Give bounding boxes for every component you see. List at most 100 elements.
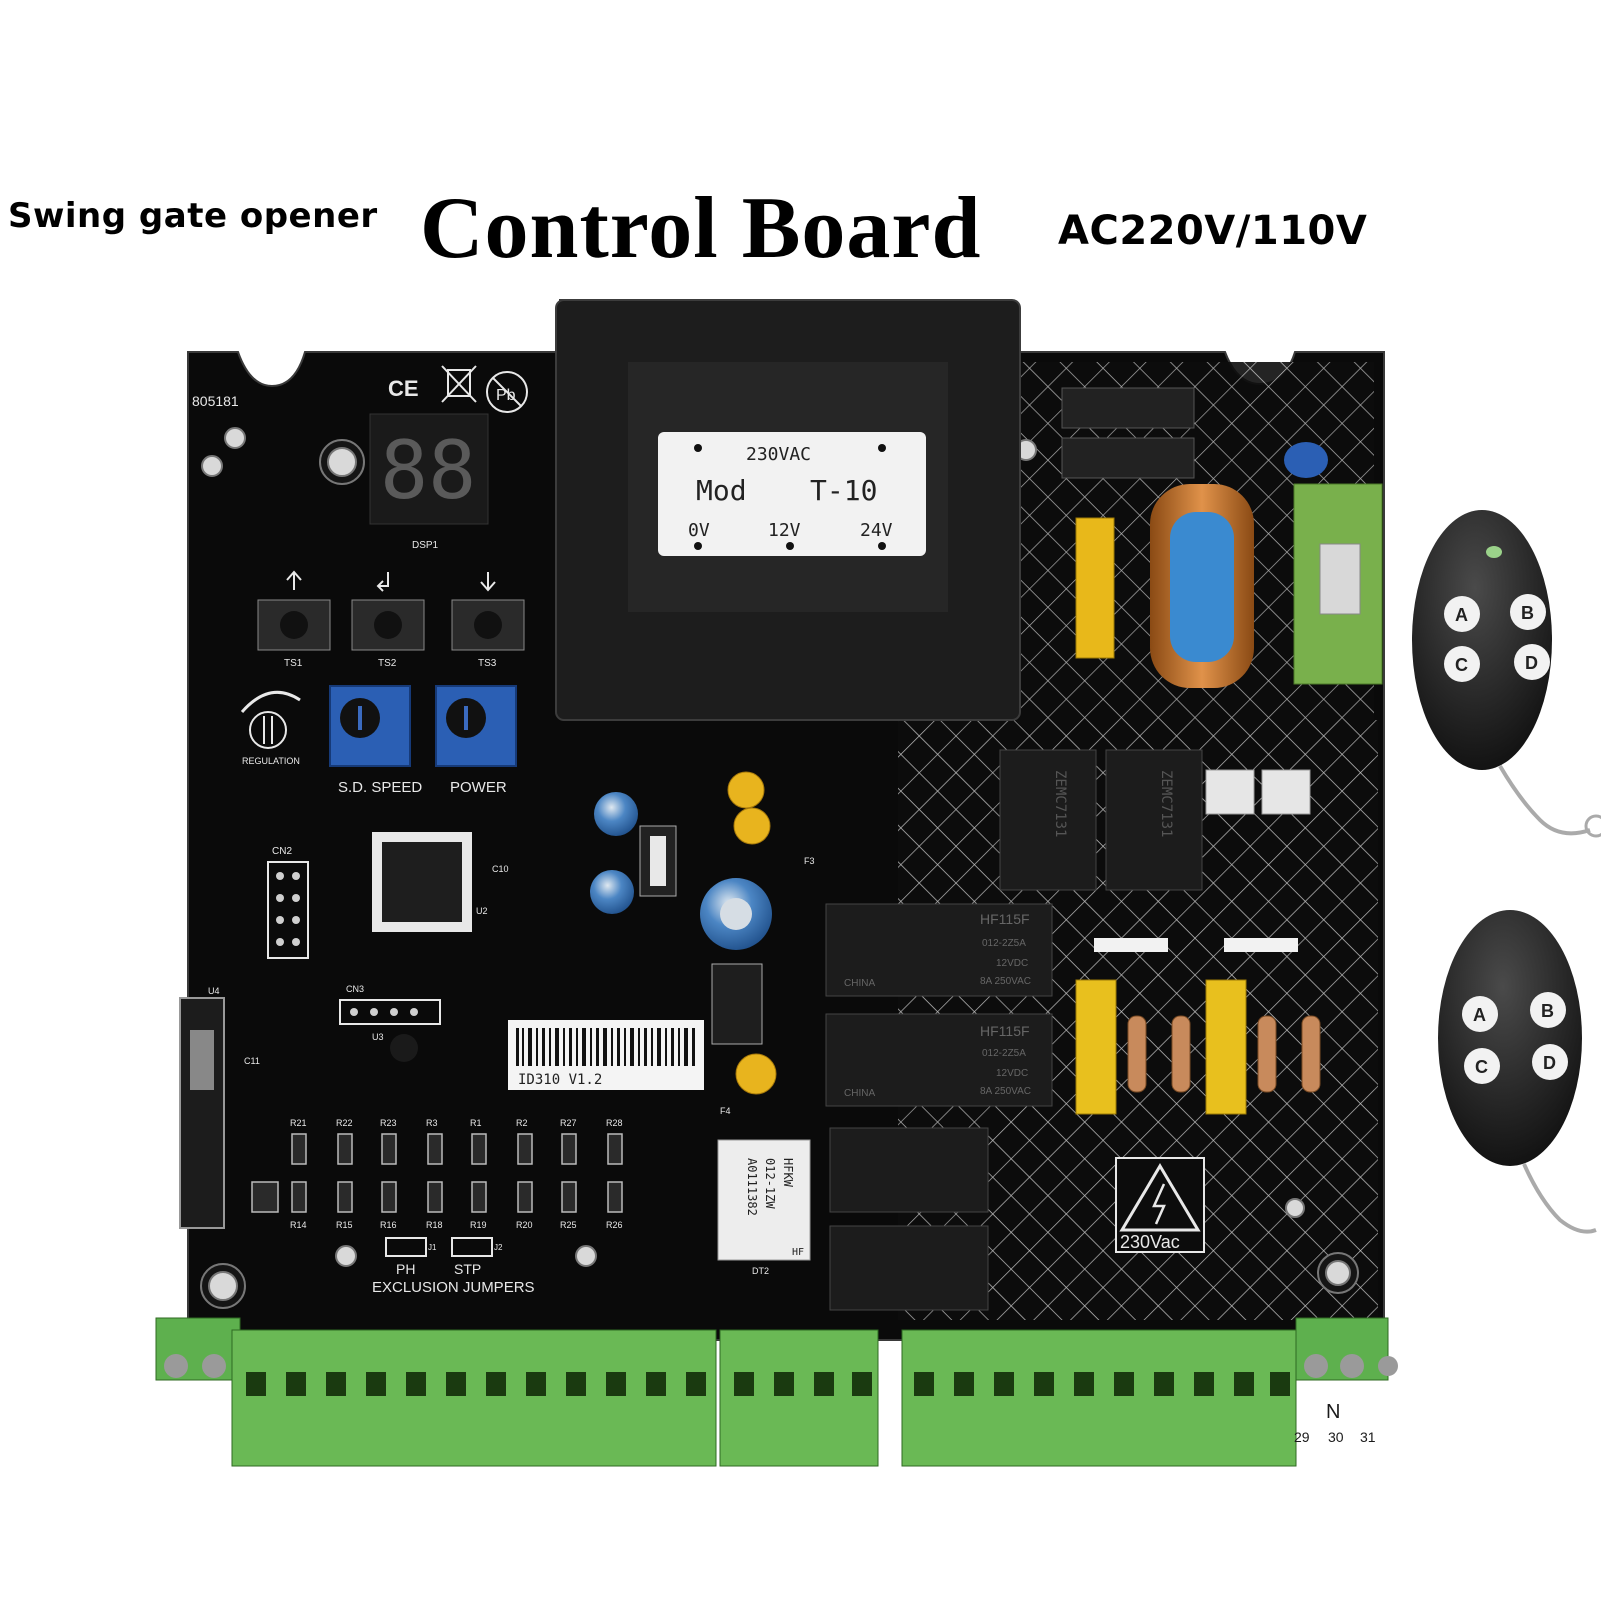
fuse-f4-label: F4 [720, 1106, 731, 1116]
terminal-block-left[interactable] [155, 1317, 1398, 1467]
svg-text:12VDC: 12VDC [996, 1068, 1028, 1079]
svg-text:T-10: T-10 [810, 474, 877, 507]
svg-text:DSP1: DSP1 [412, 540, 439, 551]
svg-text:A0111382: A0111382 [745, 1158, 759, 1216]
optocouplers [1205, 769, 1311, 815]
svg-text:J2: J2 [494, 1243, 503, 1252]
remote2-button-a[interactable]: A [1462, 996, 1498, 1032]
remote2-button-d[interactable]: D [1532, 1044, 1568, 1080]
remote1-button-c[interactable]: C [1444, 646, 1480, 682]
tact-switch-ts3[interactable]: TS3 [451, 599, 525, 669]
svg-text:R16: R16 [380, 1220, 397, 1230]
terminal-labels: N 29 30 31 [1294, 1401, 1376, 1445]
svg-text:0V: 0V [688, 520, 710, 541]
svg-text:R23: R23 [380, 1118, 397, 1128]
resistor-array: R21 R22 R23 R3 R1 R2 R27 R28 R14 R15 R16… [251, 1118, 623, 1230]
svg-text:CN3: CN3 [346, 984, 364, 994]
fuse-holder [1293, 483, 1383, 685]
svg-text:D: D [1543, 1053, 1556, 1073]
trimmer-speed[interactable]: S.D. SPEED [329, 685, 422, 796]
svg-text:R27: R27 [560, 1118, 577, 1128]
svg-text:12VDC: 12VDC [996, 958, 1028, 969]
fuse-f3-label: F3 [804, 856, 815, 866]
svg-text:R19: R19 [470, 1220, 487, 1230]
transformer: 230VAC Mod T-10 0V 12V 24V [555, 299, 1021, 721]
svg-text:CN2: CN2 [272, 846, 292, 857]
svg-text:CHINA: CHINA [844, 1088, 875, 1099]
remote2-button-b[interactable]: B [1530, 992, 1566, 1028]
svg-text:A: A [1455, 605, 1468, 625]
remote-control-2: A B C D [1438, 910, 1597, 1234]
svg-text:HF: HF [792, 1247, 804, 1258]
svg-text:ZEMC7131: ZEMC7131 [1158, 770, 1174, 837]
svg-text:S.D. SPEED: S.D. SPEED [338, 779, 422, 796]
svg-text:D: D [1525, 653, 1538, 673]
svg-text:29: 29 [1294, 1429, 1310, 1445]
svg-text:STP: STP [454, 1261, 481, 1277]
signal-relay: HFKW 012-1ZW A0111382 HF [717, 1139, 811, 1261]
svg-text:J1: J1 [428, 1243, 437, 1252]
electrolytic-capacitors [590, 792, 772, 950]
triac-1: ZEMC7131 [999, 749, 1097, 891]
seven-segment-display: 88 DSP1 [369, 413, 489, 551]
svg-text:HF115F: HF115F [980, 1023, 1030, 1039]
svg-text:U4: U4 [208, 986, 220, 996]
power-relay-2: HF115F 012-2Z5A 12VDC 8A 250VAC CHINA [825, 1013, 1053, 1107]
tact-switch-ts1[interactable]: TS1 [257, 599, 331, 669]
header-cn3: CN3 U3 [339, 984, 441, 1062]
remote2-button-c[interactable]: C [1464, 1048, 1500, 1084]
remote1-button-d[interactable]: D [1514, 644, 1550, 680]
arrow-down-icon [480, 572, 496, 592]
motor-capacitors [1075, 979, 1247, 1115]
svg-text:ID310 V1.2: ID310 V1.2 [518, 1072, 602, 1088]
mains-filter [1061, 387, 1328, 688]
svg-text:ZEMC7131: ZEMC7131 [1052, 770, 1068, 837]
svg-text:8A 250VAC: 8A 250VAC [980, 976, 1031, 987]
triac-2: ZEMC7131 [1105, 749, 1203, 891]
svg-text:N: N [1326, 1401, 1340, 1423]
regulation-knob-icon: REGULATION [240, 690, 301, 766]
svg-text:R26: R26 [606, 1220, 623, 1230]
svg-text:U2: U2 [476, 906, 488, 916]
exclusion-jumpers[interactable]: J1 J2 PH STP EXCLUSION JUMPERS [372, 1237, 535, 1296]
svg-text:R20: R20 [516, 1220, 533, 1230]
svg-text:C: C [1455, 655, 1468, 675]
svg-text:24V: 24V [860, 520, 893, 541]
diode-label: DT2 [752, 1266, 769, 1276]
svg-text:R15: R15 [336, 1220, 353, 1230]
svg-text:U3: U3 [372, 1032, 384, 1042]
svg-text:R18: R18 [426, 1220, 443, 1230]
headline-title: Control Board [420, 180, 982, 277]
svg-text:C11: C11 [244, 1056, 260, 1066]
heat-sinks [1094, 938, 1298, 952]
svg-text:31: 31 [1360, 1429, 1376, 1445]
svg-text:R25: R25 [560, 1220, 577, 1230]
svg-text:TS3: TS3 [478, 658, 497, 669]
svg-text:8A 250VAC: 8A 250VAC [980, 1086, 1031, 1097]
svg-text:230Vac: 230Vac [1120, 1232, 1180, 1252]
svg-text:012-1ZW: 012-1ZW [763, 1158, 777, 1209]
svg-text:R28: R28 [606, 1118, 623, 1128]
ce-mark: CE [388, 376, 419, 401]
remote-control-1: A B C D [1412, 510, 1601, 838]
svg-text:Pb: Pb [496, 387, 516, 404]
svg-text:30: 30 [1328, 1429, 1344, 1445]
svg-text:HF115F: HF115F [980, 911, 1030, 927]
svg-text:R1: R1 [470, 1118, 482, 1128]
svg-text:230VAC: 230VAC [746, 444, 811, 465]
svg-text:A: A [1473, 1005, 1486, 1025]
remote1-button-a[interactable]: A [1444, 596, 1480, 632]
headline-voltage: AC220V/110V [1058, 208, 1368, 254]
svg-text:C10: C10 [492, 864, 509, 874]
mounting-holes [200, 427, 1359, 1309]
svg-text:R3: R3 [426, 1118, 438, 1128]
svg-text:EXCLUSION JUMPERS: EXCLUSION JUMPERS [372, 1279, 535, 1296]
svg-text:POWER: POWER [450, 779, 507, 796]
driver-ic [711, 963, 763, 1045]
svg-text:012-2Z5A: 012-2Z5A [982, 938, 1026, 949]
svg-text:R14: R14 [290, 1220, 307, 1230]
tact-switch-ts2[interactable]: TS2 [351, 599, 425, 669]
remote1-button-b[interactable]: B [1510, 594, 1546, 630]
trimmer-power[interactable]: POWER [435, 685, 517, 796]
